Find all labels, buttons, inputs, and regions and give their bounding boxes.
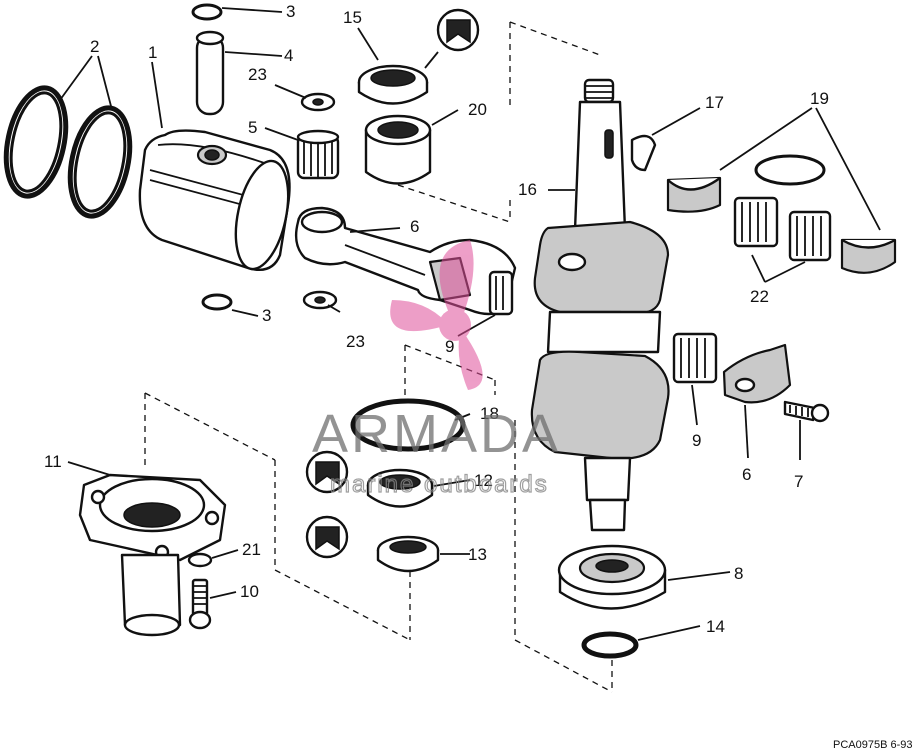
callout-9-lower: 9: [692, 431, 701, 450]
callout-23-top: 23: [248, 65, 267, 84]
callout-21: 21: [242, 540, 261, 559]
main-bearing-parts: [630, 134, 897, 274]
callout-20: 20: [468, 100, 487, 119]
piston-rings: [3, 85, 133, 219]
roller-bearing: [364, 114, 432, 185]
callout-16: 16: [518, 180, 537, 199]
crankshaft: [530, 78, 670, 532]
callout-11: 11: [44, 452, 62, 471]
callout-7: 7: [794, 472, 803, 491]
watermark-brand: ARMADA: [312, 404, 561, 464]
lower-bearing-housing: [78, 473, 227, 637]
diagram-code: PCA0975B 6-93: [833, 739, 913, 751]
leader-lines: [59, 7, 881, 641]
callout-6-cap: 6: [742, 465, 751, 484]
callout-12: 12: [474, 471, 493, 490]
callout-19: 19: [810, 89, 829, 108]
thrust-washers: [300, 92, 338, 310]
assembly-guide-lines: [144, 21, 613, 693]
callout-23-bottom: 23: [346, 332, 365, 351]
seal-icons: [305, 8, 480, 559]
callout-numbers: 3 2 1 4 23 5 15 20 6 3 23 9 17 19 16 22 …: [44, 2, 829, 636]
needle-bearing-small: [296, 129, 340, 180]
callout-13: 13: [468, 545, 487, 564]
retaining-rings: [191, 3, 233, 311]
watermark-tagline: marine outboards: [330, 471, 549, 498]
callout-14: 14: [706, 617, 725, 636]
callout-5: 5: [248, 118, 257, 137]
callout-6-rod: 6: [410, 217, 419, 236]
callout-4: 4: [284, 46, 293, 65]
callout-22: 22: [750, 287, 769, 306]
upper-seal: [357, 64, 429, 105]
piston: [138, 129, 291, 272]
callout-15: 15: [343, 8, 362, 27]
callout-3-bottom: 3: [262, 306, 271, 325]
callout-17: 17: [705, 93, 724, 112]
callout-9-upper: 9: [445, 337, 454, 356]
callout-2: 2: [90, 37, 99, 56]
callout-1: 1: [148, 43, 157, 62]
lower-seals: [366, 468, 440, 573]
propeller-logo-icon: [390, 240, 483, 390]
callout-3-top: 3: [286, 2, 295, 21]
callout-18: 18: [480, 404, 499, 423]
rod-cap-assembly: [672, 332, 830, 423]
callout-8: 8: [734, 564, 743, 583]
piston-pin: [195, 30, 225, 116]
callout-10: 10: [240, 582, 259, 601]
ball-bearing: [557, 544, 667, 659]
armada-watermark: ARMADA marine outboards: [312, 240, 561, 499]
o-ring-seal: [350, 398, 466, 452]
